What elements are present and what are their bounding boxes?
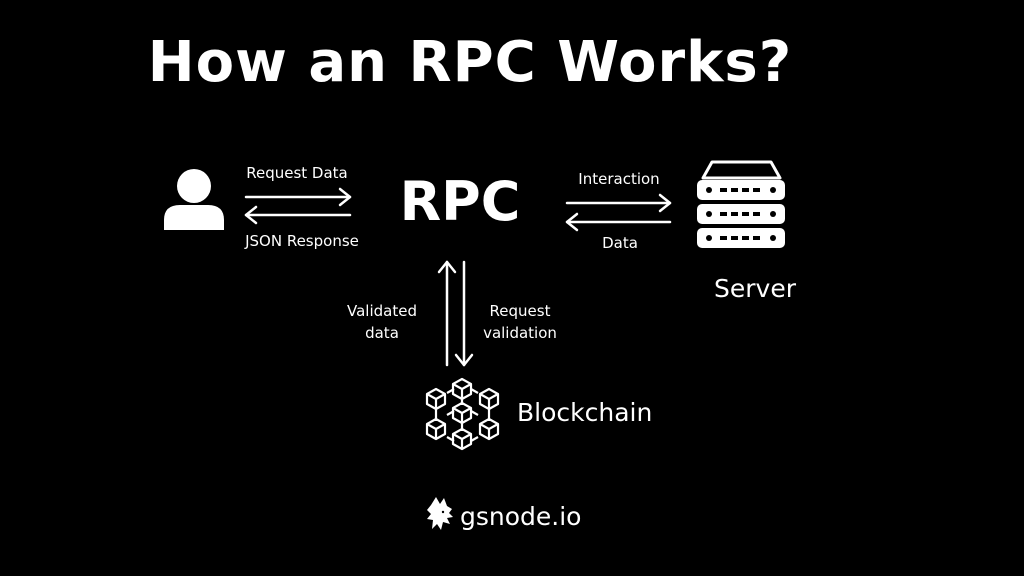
- blockchain-node-label: Blockchain: [517, 398, 653, 427]
- rpc-node-label: RPC: [399, 170, 521, 233]
- arrow-data: [565, 212, 672, 232]
- data-label: Data: [602, 234, 638, 252]
- arrow-request-validation: [454, 260, 474, 367]
- page-title: How an RPC Works?: [147, 30, 793, 95]
- blockchain-icon: [425, 377, 500, 451]
- brand-name: gsnode.io: [460, 502, 582, 531]
- arrow-validated-data: [437, 260, 457, 367]
- arrow-json-response: [244, 205, 352, 225]
- wolf-logo-icon: [427, 497, 453, 530]
- request-data-label: Request Data: [246, 164, 348, 182]
- arrow-interaction: [565, 193, 672, 213]
- arrow-request-data: [244, 187, 352, 207]
- json-response-label: JSON Response: [245, 232, 359, 250]
- server-icon: [697, 160, 785, 248]
- server-node-label: Server: [714, 274, 796, 303]
- user-icon: [164, 169, 224, 230]
- validated-data-label: Validated data: [347, 302, 417, 342]
- request-validation-label: Request validation: [483, 302, 557, 342]
- interaction-label: Interaction: [578, 170, 660, 188]
